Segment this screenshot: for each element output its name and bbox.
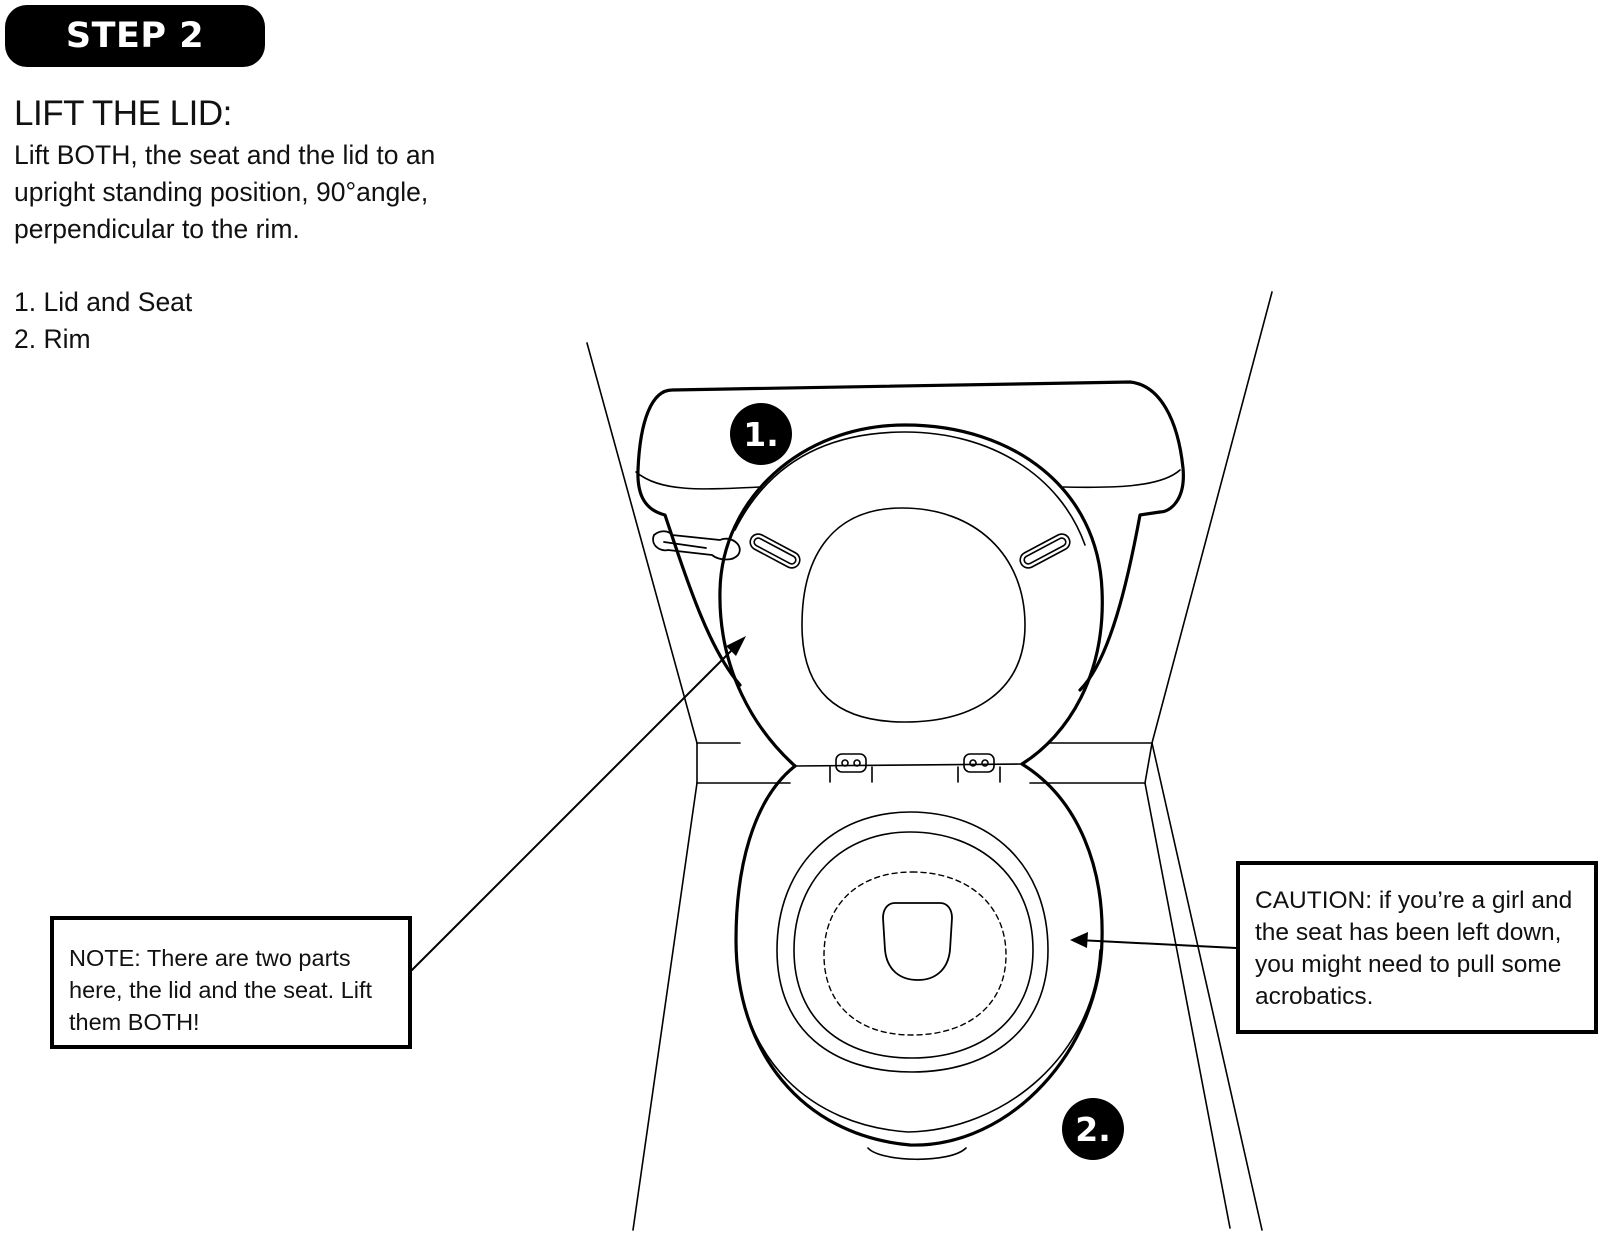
toilet-bowl [734, 762, 1104, 1161]
instruction-line-3: perpendicular to the rim. [14, 214, 300, 244]
callout-arrows [411, 641, 1237, 971]
parts-list: 1. Lid and Seat 2. Rim [14, 284, 192, 358]
instructions-text: Lift BOTH, the seat and the lid to an up… [14, 137, 514, 248]
toilet-seat [749, 507, 1071, 723]
part-rim: 2. Rim [14, 324, 91, 354]
instruction-line-1: Lift BOTH, the seat and the lid to an [14, 140, 436, 170]
flush-handle [652, 530, 741, 561]
bowl-interior [776, 811, 1049, 1073]
step-heading: LIFT THE LID: [14, 94, 232, 133]
marker-rim: 2. [1062, 1098, 1124, 1160]
room-walls [586, 291, 1273, 1231]
arrow-heads [726, 636, 1088, 948]
step-badge: STEP 2 [5, 5, 265, 67]
marker-lid-and-seat: 1. [730, 403, 792, 465]
seat-hinges [794, 753, 1023, 783]
part-lid-and-seat: 1. Lid and Seat [14, 287, 193, 317]
toilet-tank [635, 380, 1185, 692]
toilet-lid [718, 423, 1104, 768]
instruction-line-2: upright standing position, 90°angle, [14, 177, 429, 207]
note-callout: NOTE: There are two parts here, the lid … [50, 916, 412, 1049]
caution-callout: CAUTION: if you’re a girl and the seat h… [1236, 861, 1598, 1034]
